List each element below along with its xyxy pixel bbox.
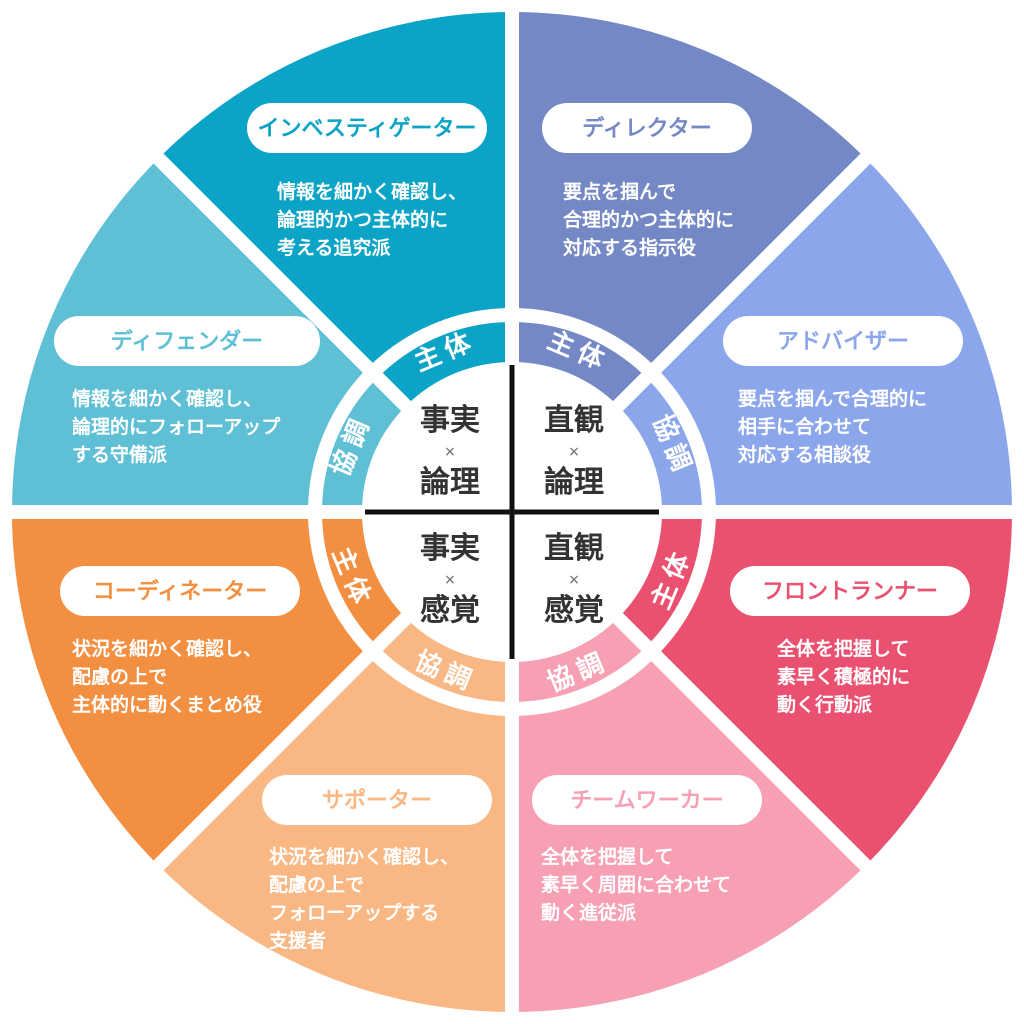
segment-desc-line: 配慮の上で [269,874,364,896]
title-pill [54,316,320,366]
center-tl-times: × [444,444,456,460]
segment-desc-line: 動く行動派 [777,693,873,716]
center-circle: 事実 × 論理 直観 × 論理 事実 × 感覚 直観 × 感覚 [362,362,662,662]
center-bl-top: 事実 [420,531,480,566]
center-bl-times: × [444,572,456,588]
segment-desc-line: 要点を掴んで [563,180,676,203]
segment-desc-line: 相手に合わせて [738,415,871,438]
segment-desc-line: フォローアップする [269,901,439,924]
segment-title: ディレクター [582,116,712,142]
segment-title: サポーター [322,788,432,814]
center-br-times: × [568,572,580,588]
title-pill [542,103,752,153]
center-tr-top: 直観 [544,403,604,438]
ring-segment-director [512,315,652,406]
segment-title: アドバイザー [777,330,909,355]
segment-desc-line: 対応する指示役 [562,236,696,259]
segment-desc-line: する守備派 [72,443,168,466]
separator-line [146,611,413,878]
title-pill [532,775,762,825]
center-br-bottom: 感覚 [544,593,604,628]
segment-desc-line: 支援者 [268,929,326,952]
segment-desc-line: 対応する相談役 [737,443,871,466]
segment-title: チームワーカー [570,789,723,814]
segment-desc-line: 全体を把握して [776,637,909,660]
segment-desc-line: 配慮の上で [72,666,167,688]
title-pill [60,566,300,616]
segment-desc-line: 情報を細かく確認し、 [277,180,467,203]
segment-desc-line: 素早く周囲に合わせて [541,873,731,896]
center-tr-times: × [568,444,580,460]
segment-title: フロントランナー [762,580,938,605]
segment-desc-line: 状況を細かく確認し、 [269,845,459,868]
center-br-top: 直観 [544,531,604,566]
segment-title: コーディネーター [93,579,267,605]
title-pill [262,775,492,825]
ring-segment-investigator [372,315,512,406]
title-pill [247,103,487,153]
separator-line [611,146,878,413]
center-bl-bottom: 感覚 [420,593,480,628]
segment-labels: インベスティゲーター情報を細かく確認し、論理的かつ主体的に考える追究派ディレクタ… [54,103,970,952]
segment-title: インベスティゲーター [257,117,476,142]
segment-desc-line: 主体的に動くまとめ役 [72,693,262,716]
segment-desc-line: 要点を掴んで合理的に [738,387,927,410]
separator-line [611,611,878,878]
segment-desc-line: 動く進従派 [541,901,637,924]
title-pill [730,566,970,616]
segment-desc-line: 合理的かつ主体的に [563,208,734,231]
segment-desc-line: 素早く積極的に [777,665,910,688]
separator-line [146,146,413,413]
segment-desc-line: 論理的にフォローアップ [72,415,281,438]
segment-desc-line: 情報を細かく確認し、 [72,387,262,410]
center-tl-bottom: 論理 [420,465,480,500]
segment-desc-line: 状況を細かく確認し、 [72,637,262,660]
ring-segment-teamworker [512,618,652,709]
segment-desc-line: 考える追究派 [277,236,391,259]
center-tr-bottom: 論理 [544,465,604,500]
ring-segment-coordinator [315,512,406,652]
inner-ring [315,315,709,709]
ring-segment-adviser [618,372,709,512]
center-tl-top: 事実 [420,403,480,438]
ring-segment-supporter [372,618,512,709]
ring-segment-frontrunner [618,512,709,652]
title-pill [723,316,963,366]
segment-title: ディフェンダー [111,329,263,355]
segment-desc-line: 全体を把握して [540,845,673,868]
segment-desc-line: 論理的かつ主体的に [277,208,448,231]
ring-segment-defender [315,372,406,512]
